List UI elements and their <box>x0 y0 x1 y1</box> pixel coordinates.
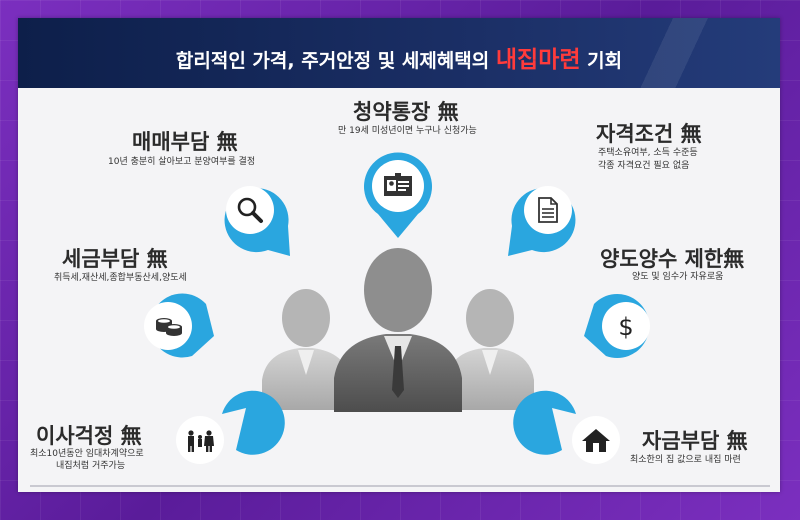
family-icon <box>188 430 214 452</box>
transfer-title: 양도양수 제한無 <box>600 247 745 271</box>
purchase-title: 매매부담 無 <box>132 130 238 154</box>
header-stripe <box>580 18 780 88</box>
title-prefix: 합리적인 가격, 주거안정 및 세제혜택의 <box>175 50 490 72</box>
bottom-divider <box>30 485 770 487</box>
moving-desc-2: 내집처럼 거주가능 <box>56 461 126 471</box>
funds-desc: 최소한의 집 값으로 내집 마련 <box>630 455 741 465</box>
title-highlight: 내집마련 <box>495 47 581 73</box>
tax-title: 세금부담 無 <box>62 247 168 271</box>
qualification-desc-2: 각종 자격요건 필요 없음 <box>598 161 690 171</box>
subscription-title: 청약통장 無 <box>353 100 459 124</box>
svg-text:$: $ <box>618 313 633 341</box>
coins-icon <box>156 318 182 336</box>
house-icon <box>582 429 610 452</box>
id-card-icon <box>384 173 412 196</box>
moving-desc-1: 최소10년동안 임대차계약으로 <box>30 449 144 459</box>
title-suffix: 기회 <box>587 50 623 72</box>
purchase-desc: 10년 충분히 살아보고 분양여부를 결정 <box>108 157 256 167</box>
subscription-desc: 만 19세 미성년이면 누구나 신청가능 <box>338 126 477 136</box>
page-title: 합리적인 가격, 주거안정 및 세제혜택의 내집마련 기회 <box>18 40 780 74</box>
transfer-desc: 양도 및 임수가 자유로움 <box>632 272 724 282</box>
header-banner: 합리적인 가격, 주거안정 및 세제혜택의 내집마련 기회 <box>18 18 780 88</box>
qualification-title: 자격조건 無 <box>596 122 702 146</box>
document-icon <box>538 197 558 223</box>
qualification-desc-1: 주택소유여부, 소득 수준등 <box>598 148 698 158</box>
dollar-icon: $ <box>618 313 633 341</box>
moving-title: 이사걱정 無 <box>36 424 142 448</box>
search-icon <box>237 197 263 223</box>
funds-title: 자금부담 無 <box>642 429 748 453</box>
tax-desc: 취득세,재산세,종합부동산세,양도세 <box>54 273 187 283</box>
